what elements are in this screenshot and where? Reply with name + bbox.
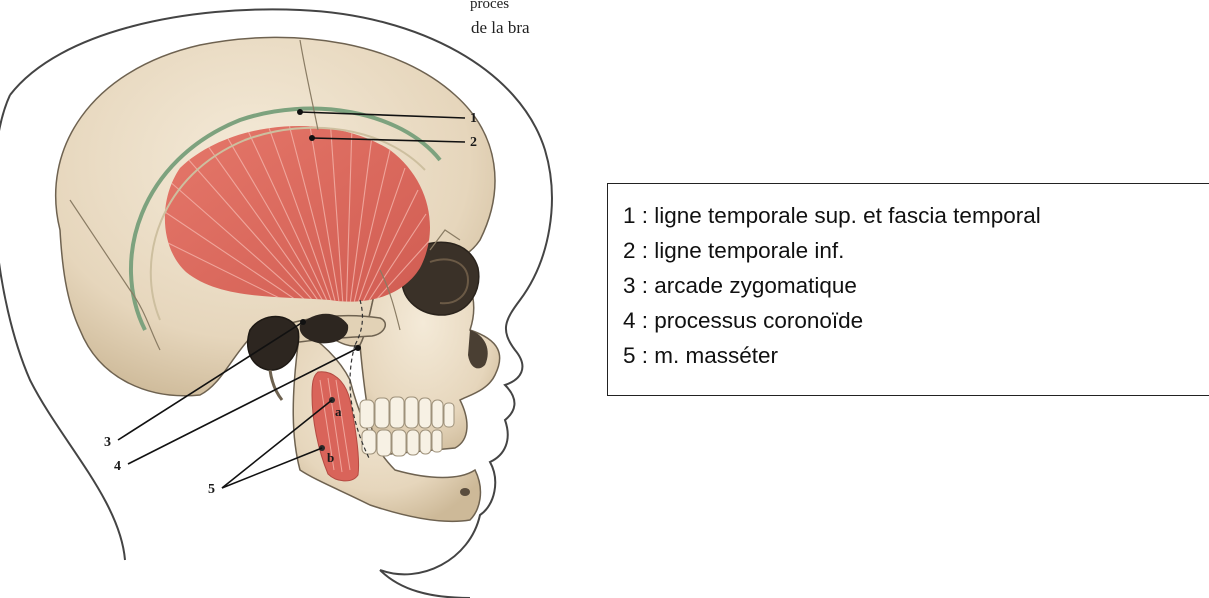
caption-fragment: de la bra (471, 18, 530, 37)
legend-item-4: 4 : processus coronoïde (623, 303, 1209, 338)
pointer-4-dot (355, 345, 361, 351)
pointer-3-dot (300, 319, 306, 325)
skull-illustration: proces de la bra (0, 0, 568, 598)
legend-item-5: 5 : m. masséter (623, 338, 1209, 373)
legend-box: 1 : ligne temporale sup. et fascia tempo… (607, 183, 1209, 396)
styloid-process (270, 370, 282, 400)
callout-a: a (335, 404, 342, 419)
skull-drawing: proces de la bra (0, 0, 568, 598)
pointer-1-dot (297, 109, 303, 115)
pointer-2-dot (309, 135, 315, 141)
legend-item-3: 3 : arcade zygomatique (623, 268, 1209, 303)
callout-1: 1 (470, 111, 477, 126)
callout-b: b (327, 450, 334, 465)
caption-top-partial: proces (470, 0, 509, 12)
callout-4: 4 (114, 459, 121, 474)
callout-5: 5 (208, 482, 215, 497)
legend-item-2: 2 : ligne temporale inf. (623, 233, 1209, 268)
mental-foramen (460, 488, 470, 496)
legend-item-1: 1 : ligne temporale sup. et fascia tempo… (623, 198, 1209, 233)
callout-2: 2 (470, 135, 477, 150)
external-acoustic-meatus (248, 317, 299, 371)
callout-3: 3 (104, 435, 111, 450)
